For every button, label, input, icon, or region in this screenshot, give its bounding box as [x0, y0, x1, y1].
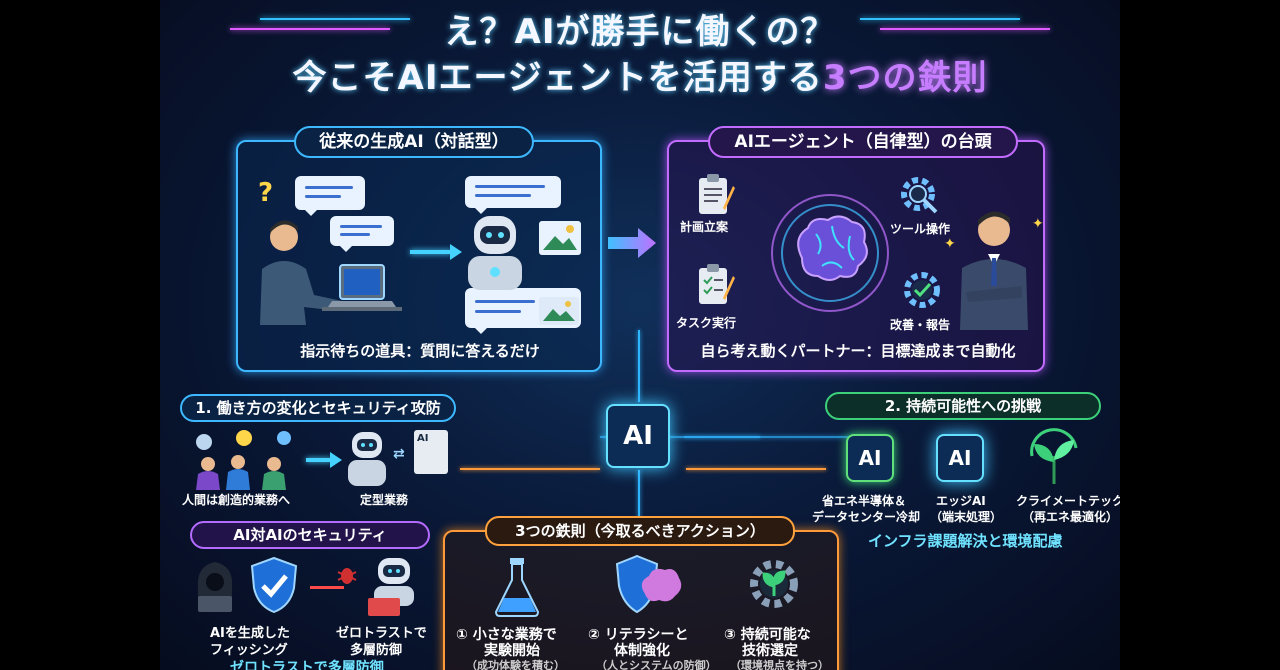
- ai-agent-caption: 自ら考え動くパートナー：目標達成まで自動化: [700, 342, 1016, 360]
- flow-arrow-icon: [410, 244, 462, 260]
- circuit-line: [638, 330, 640, 402]
- hacker-icon: [197, 562, 233, 612]
- rule-2-line3: （人とシステムの防御）: [596, 659, 717, 670]
- robot-icon: [468, 216, 522, 290]
- title-decoration-right-2: [880, 28, 1050, 30]
- image-icon: [539, 297, 579, 325]
- sparkle-icon: ✦: [1032, 216, 1044, 232]
- rule-1-line1: ① 小さな業務で: [456, 627, 557, 643]
- human-creative-label: 人間は創造的業務へ: [182, 493, 291, 507]
- circuit-line: [600, 436, 760, 438]
- section-work-security-heading: 1. 働き方の変化とセキュリティ攻防: [180, 394, 456, 422]
- brain-icon: [771, 194, 889, 312]
- clipboard-task-icon: [699, 264, 735, 304]
- document-ai-tag: AI: [417, 433, 429, 444]
- ai-chip-icon: AI: [936, 434, 984, 482]
- rule-2-line1: ② リテラシーと: [588, 627, 689, 643]
- security-footer: ゼロトラストで多層防御: [230, 660, 384, 670]
- flask-icon: [494, 558, 540, 617]
- title-line-2-main: 今こそAIエージェントを活用する: [292, 58, 823, 98]
- title-line-1: え？AIが勝手に働くの？: [444, 12, 836, 52]
- ai-agent-heading: AIエージェント（自律型）の台頭: [708, 126, 1018, 158]
- transfer-arrows-icon: ⇄: [393, 446, 405, 462]
- chat-bubble-icon: [465, 176, 561, 214]
- attack-arrow-icon: [310, 586, 344, 589]
- title-line-2-accent: 3つの鉄則: [822, 58, 988, 98]
- title-decoration-left-2: [230, 28, 390, 30]
- section-ai-security-heading: AI対AIのセキュリティ: [190, 521, 430, 549]
- transition-arrow-icon: [608, 228, 656, 258]
- step-plan-label: 計画立案: [680, 220, 729, 234]
- robot-laptop-icon: [368, 558, 414, 616]
- image-icon: [539, 221, 581, 255]
- people-ideas-icon: [196, 430, 291, 490]
- sustain-item-1-line2: データセンター冷却: [812, 510, 921, 524]
- ai-phishing-label-1: AIを生成した: [210, 626, 290, 641]
- step-task-label: タスク実行: [676, 316, 737, 330]
- rule-1-line3: （成功体験を積む）: [466, 659, 565, 670]
- rule-3-line1: ③ 持続可能な: [724, 627, 811, 643]
- zero-trust-label-2: 多層防御: [350, 643, 403, 658]
- section-sustainability-heading: 2. 持続可能性への挑戦: [825, 392, 1101, 420]
- infographic-canvas: え？AIが勝手に働くの？ 今こそAIエージェントを活用する3つの鉄則 従来の生成…: [160, 0, 1120, 670]
- sustain-item-3-line1: クライメートテック: [1016, 494, 1120, 508]
- businessman-icon: [960, 211, 1028, 330]
- rule-3-line3: （環境視点を持つ）: [730, 659, 829, 670]
- sustainability-footer: インフラ課題解決と環境配慮: [868, 532, 1063, 550]
- robot-routine-label: 定型業務: [360, 493, 409, 507]
- clipboard-plan-icon: [699, 174, 735, 214]
- person-at-laptop-icon: [260, 220, 402, 325]
- rule-3-line2: 技術選定: [742, 643, 798, 659]
- gear-search-icon: [901, 177, 938, 214]
- chat-bubble-icon: [295, 176, 365, 216]
- flow-arrow-icon: [306, 452, 342, 468]
- sustain-item-2-line2: （端末処理）: [930, 510, 1003, 524]
- leaf-sprout-icon: [1030, 428, 1078, 484]
- shield-check-icon: [250, 556, 298, 614]
- document-icon: AI: [414, 430, 448, 474]
- ai-chip-center: AI: [606, 404, 670, 468]
- title-line-2: 今こそAIエージェントを活用する3つの鉄則: [160, 50, 1120, 99]
- zero-trust-label-1: ゼロトラストで: [336, 626, 427, 641]
- gear-check-icon: [904, 272, 940, 308]
- circuit-line: [460, 468, 600, 470]
- section-three-rules-heading: 3つの鉄則（今取るべきアクション）: [485, 516, 795, 546]
- sustain-item-3-line2: （再エネ最適化）: [1022, 510, 1119, 524]
- rule-2-line2: 体制強化: [614, 643, 670, 659]
- question-mark-icon: ?: [258, 178, 274, 208]
- step-improve-label: 改善・報告: [890, 318, 951, 332]
- circuit-line: [686, 468, 826, 470]
- title-decoration-right: [860, 18, 1020, 20]
- bug-icon: [337, 568, 357, 584]
- circuit-line: [638, 470, 640, 518]
- gear-leaf-icon: [750, 560, 798, 608]
- sparkle-icon: ✦: [944, 236, 956, 252]
- circuit-line: [684, 436, 854, 438]
- title-decoration-left: [260, 18, 410, 20]
- robot-icon: [348, 432, 386, 486]
- traditional-ai-heading: 従来の生成AI（対話型）: [294, 126, 534, 158]
- ai-phishing-label-2: フィッシング: [210, 643, 288, 658]
- rule-1-line2: 実験開始: [484, 643, 540, 659]
- step-tool-label: ツール操作: [890, 222, 951, 236]
- sustain-item-1-line1: 省エネ半導体＆: [822, 494, 907, 508]
- sustain-item-2-line1: エッジAI: [936, 494, 986, 508]
- shield-brain-icon: [615, 554, 682, 614]
- ai-chip-icon: AI: [846, 434, 894, 482]
- chat-bubble-icon: [330, 216, 394, 252]
- traditional-ai-caption: 指示待ちの道具：質問に答えるだけ: [300, 342, 540, 360]
